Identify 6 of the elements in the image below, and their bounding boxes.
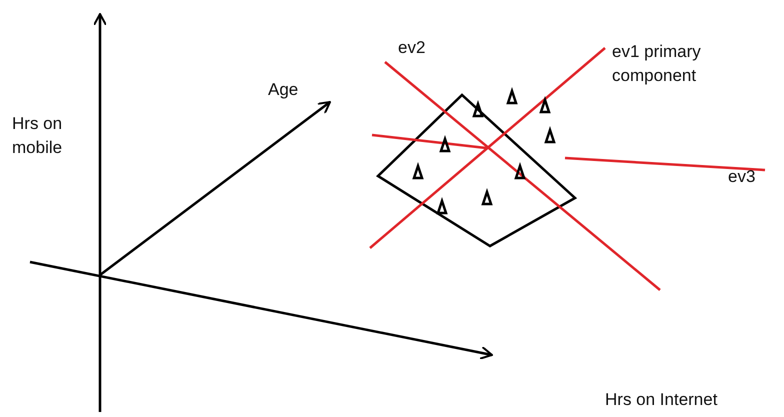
axis-label: ev1 primary component [612,41,702,87]
axis-label: ev2 [398,37,426,59]
axis-label: Hrs on mobile [12,113,64,159]
axis-label: ev3 [728,166,756,188]
axis-label: Hrs on Internet [605,389,718,411]
axis-label: Age [268,79,300,101]
